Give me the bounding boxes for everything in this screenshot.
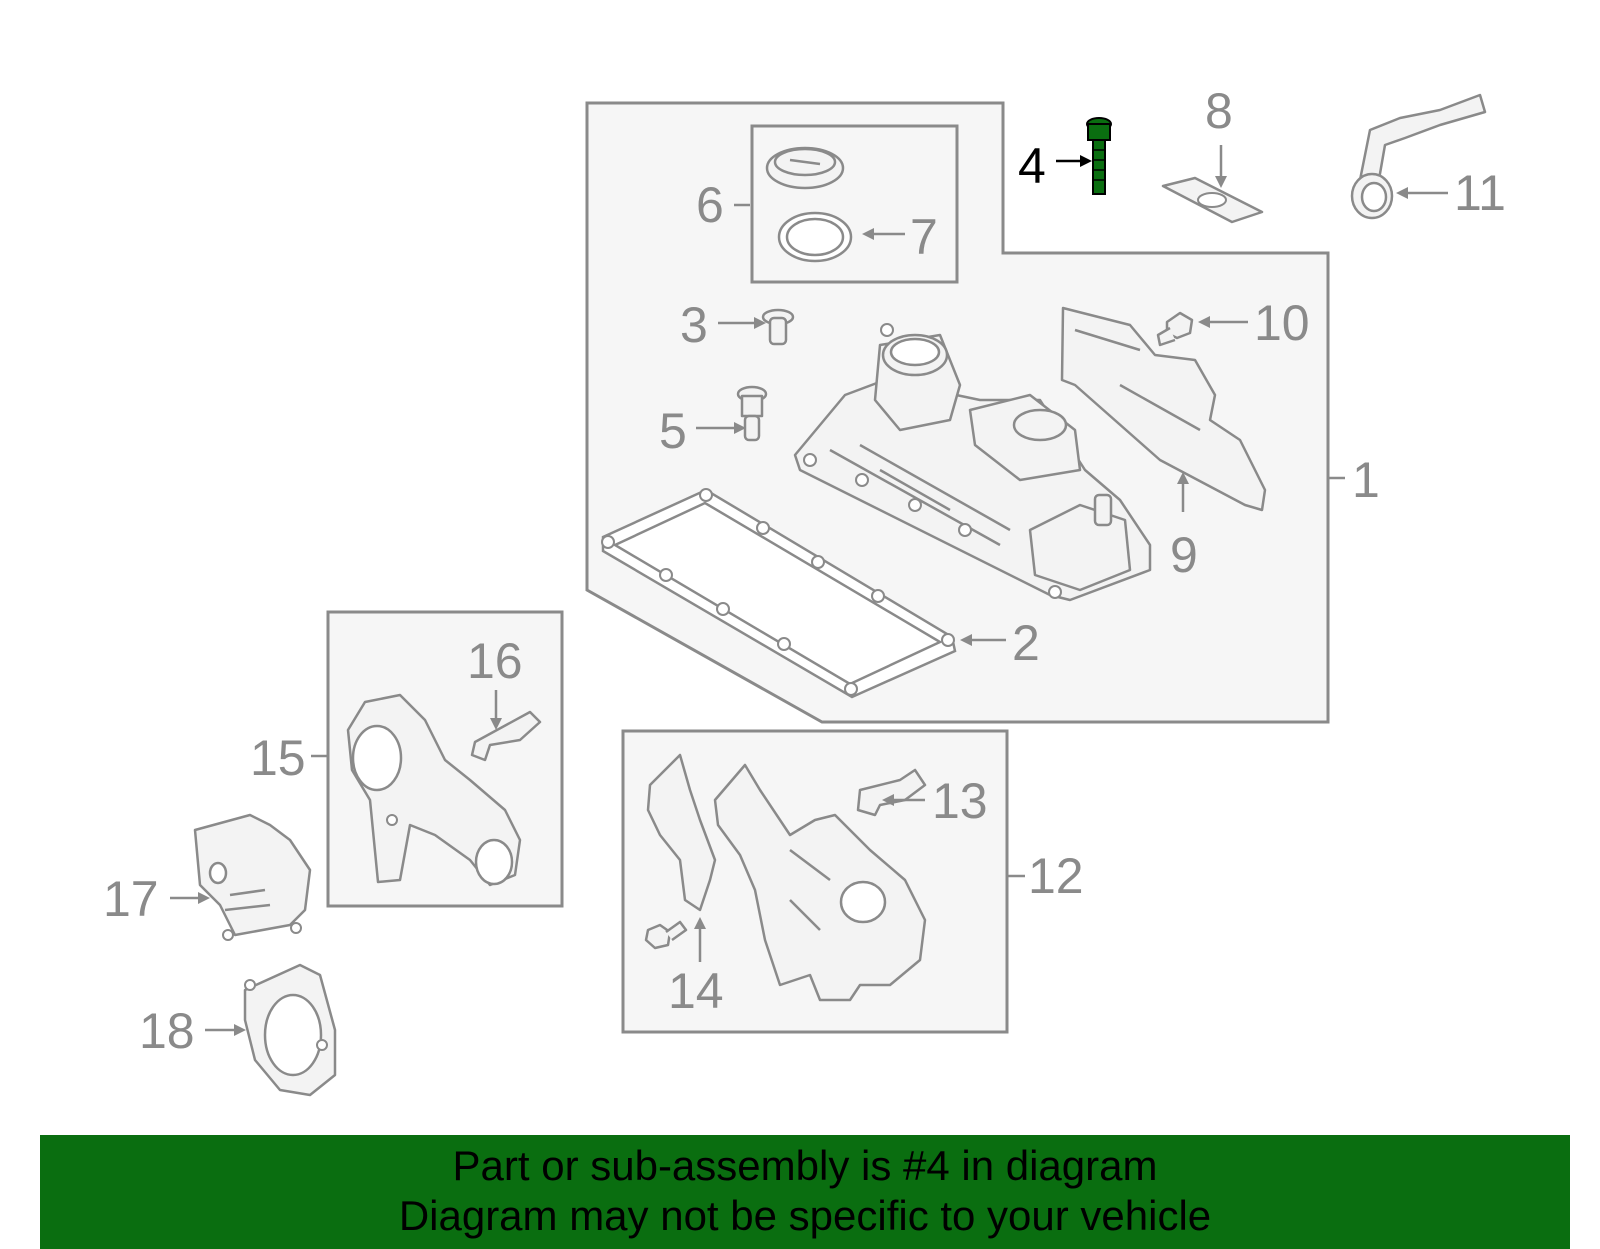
valve-5[interactable] [736, 385, 768, 442]
callout-16: 16 [467, 633, 523, 689]
cover-piece-14[interactable] [646, 753, 717, 912]
highlighted-bolt-4[interactable] [1086, 117, 1112, 195]
callout-1: 1 [1352, 452, 1380, 508]
callout-4: 4 [1018, 138, 1046, 194]
cover-18[interactable] [243, 963, 337, 1097]
callout-7: 7 [910, 209, 938, 265]
callout-2: 2 [1012, 615, 1040, 671]
bolt-10[interactable] [1156, 311, 1194, 347]
leader-lines [170, 145, 1448, 1036]
banner-line-1: Part or sub-assembly is #4 in diagram [452, 1142, 1158, 1189]
breather-hose[interactable] [1350, 93, 1487, 220]
plug-3[interactable] [761, 308, 795, 346]
cover-17[interactable] [193, 813, 312, 941]
valve-cover[interactable] [793, 323, 1152, 602]
callout-3: 3 [680, 297, 708, 353]
bracket-16[interactable] [470, 710, 542, 762]
callout-12: 12 [1028, 848, 1084, 904]
cap-seal-ring[interactable] [777, 211, 853, 263]
callout-14: 14 [668, 963, 724, 1019]
banner-line-2: Diagram may not be specific to your vehi… [398, 1192, 1212, 1239]
gasket-plate-8[interactable] [1161, 176, 1264, 224]
callout-5: 5 [659, 403, 687, 459]
bolt-14[interactable] [644, 920, 688, 950]
callout-9: 9 [1170, 527, 1198, 583]
callout-10: 10 [1254, 295, 1310, 351]
timing-cover-15[interactable] [346, 693, 522, 887]
callout-17: 17 [103, 871, 159, 927]
info-banner: Part or sub-assembly is #4 in diagram Di… [40, 1135, 1570, 1249]
callout-6: 6 [696, 177, 724, 233]
heat-shield[interactable] [1060, 306, 1267, 512]
callout-18: 18 [139, 1003, 195, 1059]
oil-filler-cap[interactable] [765, 146, 845, 190]
callout-11: 11 [1454, 165, 1506, 221]
valve-cover-gasket[interactable] [601, 488, 957, 699]
callout-8: 8 [1205, 83, 1233, 139]
callout-13: 13 [932, 773, 988, 829]
timing-cover-12[interactable] [713, 763, 927, 1002]
callout-15: 15 [250, 730, 306, 786]
